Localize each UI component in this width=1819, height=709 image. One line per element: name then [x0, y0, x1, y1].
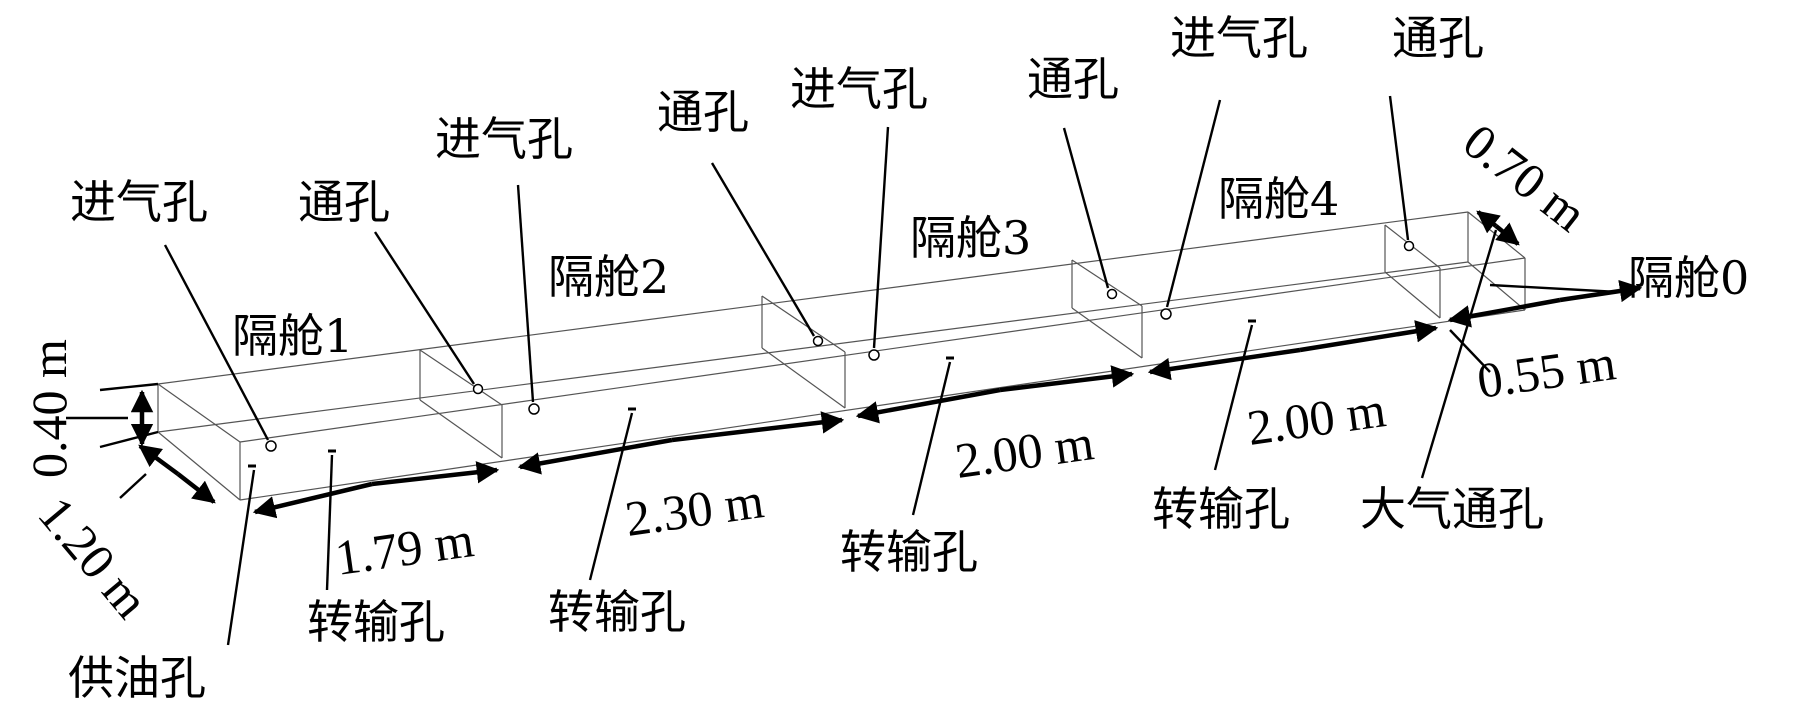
transfer-label-3: 转输孔	[840, 525, 978, 579]
len-c1-label: 1.79 m	[332, 511, 477, 586]
len-c0-label: 0.55 m	[1474, 334, 1619, 409]
vent-hole-4	[1403, 240, 1415, 252]
compartment-3-label: 隔舱3	[910, 211, 1031, 265]
intake-label-4: 进气孔	[1170, 11, 1308, 65]
len-c2-label: 2.30 m	[622, 472, 767, 547]
intake-label-2: 进气孔	[435, 112, 573, 166]
holes	[248, 240, 1415, 468]
tank-box	[157, 211, 1526, 501]
width-dim-label: 1.20 m	[28, 486, 160, 628]
len-c4-label: 2.00 m	[1244, 381, 1389, 456]
vent-label-4: 通孔	[1392, 11, 1484, 65]
transfer-label-2: 转输孔	[548, 585, 686, 639]
partition-1-2	[419, 349, 503, 459]
intake-label-3: 进气孔	[790, 62, 928, 116]
vent-hole-3	[1106, 288, 1118, 300]
len-c3-label: 2.00 m	[952, 414, 1097, 489]
partition-2-3	[761, 295, 846, 409]
depth-c0-label: 0.70 m	[1453, 113, 1597, 243]
compartment-0-label: 隔舱0	[1628, 251, 1749, 305]
compartment-4-label: 隔舱4	[1218, 172, 1339, 226]
transfer-label-4: 转输孔	[1152, 482, 1290, 536]
supply-label: 供油孔	[68, 651, 206, 705]
dimension-lines	[66, 210, 1643, 519]
hole-labels: 进气孔 通孔 进气孔 通孔 进气孔 通孔 进气孔 通孔 供油孔 转输孔 转输孔 …	[68, 11, 1544, 705]
vent-hole-2	[812, 335, 824, 347]
intake-hole-4	[1160, 308, 1172, 320]
vent-label-3: 通孔	[1027, 52, 1119, 106]
intake-hole-3	[868, 349, 880, 361]
compartment-2-label: 隔舱2	[548, 250, 669, 304]
atmosphere-vent-label: 大气通孔	[1360, 482, 1544, 536]
compartment-labels: 隔舱1 隔舱2 隔舱3 隔舱4 隔舱0	[232, 172, 1749, 363]
intake-hole-1	[265, 440, 277, 452]
compartment-1-label: 隔舱1	[232, 309, 353, 363]
vent-label-1: 通孔	[298, 175, 390, 229]
vent-label-2: 通孔	[657, 85, 749, 139]
intake-label-1: 进气孔	[70, 175, 208, 229]
intake-hole-2	[528, 403, 540, 415]
height-dim-label: 0.40 m	[21, 339, 77, 478]
vent-hole-1	[472, 383, 484, 395]
transfer-label-1: 转输孔	[307, 595, 445, 649]
leader-lines	[163, 95, 1619, 646]
